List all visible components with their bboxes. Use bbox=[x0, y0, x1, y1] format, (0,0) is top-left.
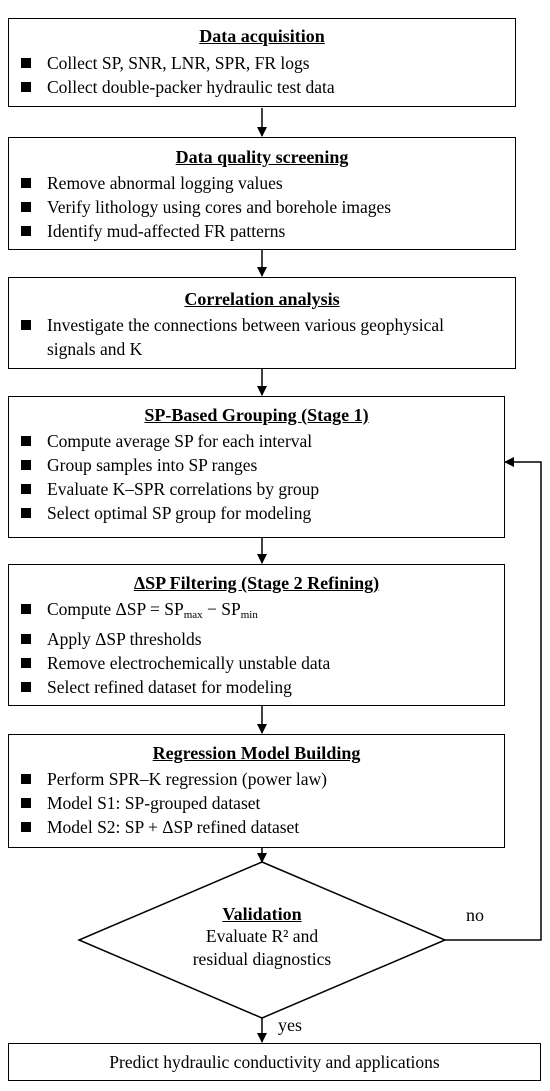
yes-label: yes bbox=[278, 1015, 302, 1035]
step-data-acquisition: Data acquisition Collect SP, SNR, LNR, S… bbox=[8, 18, 516, 107]
step-title: ΔSP Filtering (Stage 2 Refining) bbox=[133, 573, 380, 593]
decision-title: Validation bbox=[222, 904, 302, 924]
step-title: Regression Model Building bbox=[152, 743, 361, 763]
step-title: SP-Based Grouping (Stage 1) bbox=[144, 405, 369, 425]
feedback-loop bbox=[445, 457, 542, 941]
list-item: Compute average SP for each interval bbox=[9, 429, 504, 453]
list-item: Select refined dataset for modeling bbox=[9, 675, 504, 699]
list-item: Compute ΔSP = SPmax − SPmin bbox=[9, 597, 504, 627]
step-data-quality-screening: Data quality screening Remove abnormal l… bbox=[8, 137, 516, 250]
list-item: Remove abnormal logging values bbox=[9, 171, 515, 195]
list-item: Evaluate K–SPR correlations by group bbox=[9, 477, 504, 501]
list-item: Identify mud-affected FR patterns bbox=[9, 219, 515, 243]
list-item: Collect SP, SNR, LNR, SPR, FR logs bbox=[9, 51, 515, 75]
list-item: Perform SPR–K regression (power law) bbox=[9, 767, 504, 791]
list-item: Model S2: SP + ΔSP refined dataset bbox=[9, 815, 504, 839]
step-sp-based-grouping: SP-Based Grouping (Stage 1) Compute aver… bbox=[8, 396, 505, 538]
final-output-box: Predict hydraulic conductivity and appli… bbox=[8, 1043, 541, 1081]
decision-line-2: residual diagnostics bbox=[192, 949, 332, 969]
step-title: Data acquisition bbox=[199, 26, 325, 46]
list-item: Select optimal SP group for modeling bbox=[9, 501, 504, 525]
no-label: no bbox=[466, 905, 484, 925]
list-item: Verify lithology using cores and borehol… bbox=[9, 195, 515, 219]
step-correlation-analysis: Correlation analysis Investigate the con… bbox=[8, 277, 516, 369]
step-title: Data quality screening bbox=[175, 147, 349, 167]
step-title: Correlation analysis bbox=[184, 289, 340, 309]
list-item: Model S1: SP-grouped dataset bbox=[9, 791, 504, 815]
list-item: Group samples into SP ranges bbox=[9, 453, 504, 477]
step-delta-sp-filtering: ΔSP Filtering (Stage 2 Refining) Compute… bbox=[8, 564, 505, 706]
validation-decision: Validation Evaluate R² and residual diag… bbox=[142, 903, 382, 971]
decision-line-1: Evaluate R² and bbox=[205, 926, 319, 946]
list-item: Apply ΔSP thresholds bbox=[9, 627, 504, 651]
list-item: Collect double-packer hydraulic test dat… bbox=[9, 75, 515, 99]
final-text: Predict hydraulic conductivity and appli… bbox=[109, 1051, 440, 1072]
step-regression-model-building: Regression Model Building Perform SPR–K … bbox=[8, 734, 505, 848]
list-item: Remove electrochemically unstable data bbox=[9, 651, 504, 675]
list-item: Investigate the connections between vari… bbox=[9, 313, 515, 361]
